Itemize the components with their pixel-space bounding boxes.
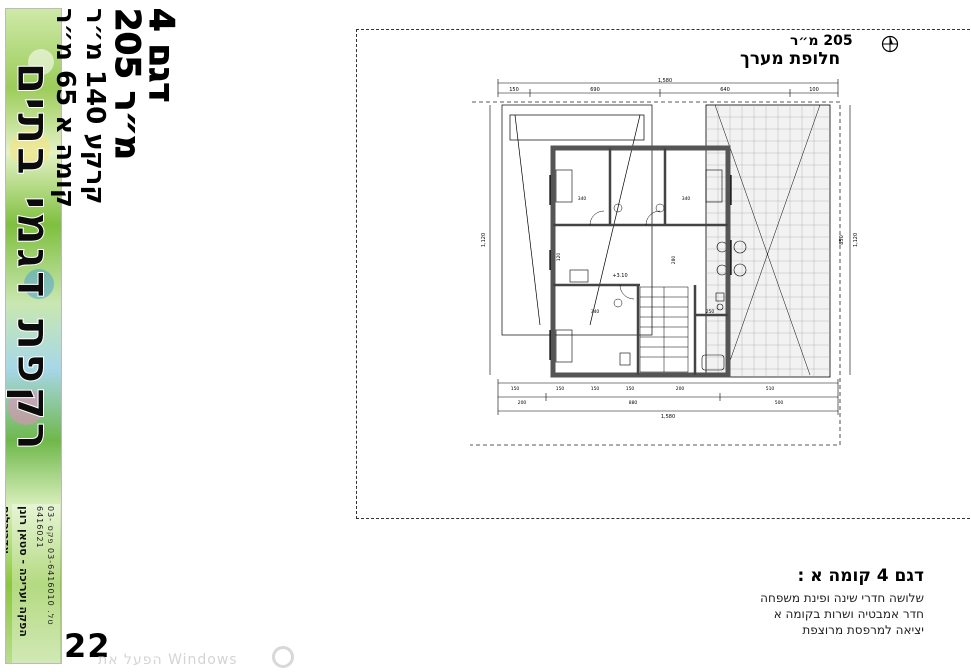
dimension-lines-bottom [497, 379, 839, 415]
dimension-lines-top [497, 79, 839, 97]
dim-bottom-2: 150 [556, 386, 565, 392]
dim-bottom-overall-1: 200 [518, 400, 527, 406]
description-line: שלושה חדרי שינה ופינת משפחה [760, 591, 924, 605]
credits-text: הפקה ועריכה - סטאן רונן אדריכלים [5, 506, 30, 637]
exterior-walls [550, 145, 731, 378]
roof-outline [501, 104, 653, 336]
dim-bottom-1: 150 [511, 386, 520, 392]
description-title: דגם 4 קומה א : [797, 566, 924, 586]
dim-height-segment: 850 [839, 235, 845, 245]
windows [549, 175, 732, 360]
dim-bottom-overall-3: 500 [775, 400, 784, 406]
interior-walls [553, 148, 728, 375]
dim-bottom-4: 150 [626, 386, 635, 392]
level-label: +3.10 [612, 273, 627, 279]
bathroom-fixtures [569, 269, 725, 371]
building-line [470, 101, 841, 446]
decor-blob [28, 49, 54, 75]
door-swings [589, 210, 661, 300]
dim-top-1: 150 [509, 87, 519, 93]
section-markers [613, 203, 665, 308]
decor-blob [8, 389, 44, 425]
north-compass-icon [881, 35, 899, 53]
decor-blob [24, 269, 54, 299]
beds [555, 169, 723, 363]
decor-blob [10, 129, 50, 169]
watermark-logo-icon [272, 646, 294, 668]
dim-top-3: 640 [720, 87, 730, 93]
plot-boundary [356, 29, 971, 519]
dimension-lines-sides [489, 105, 851, 375]
credits-small-text: טל. 03-6416010 פקס 03-6416021 [35, 506, 55, 626]
room-dim-label: 340 [682, 196, 691, 202]
credits-box: הפקה ועריכה - סטאן רונן אדריכלים טל. 03-… [5, 504, 60, 663]
description-line: חדר אמבטיה ושרות בקומה א [773, 607, 924, 621]
dim-bottom-6: 510 [766, 386, 775, 392]
page-number: 22 [64, 627, 111, 665]
staircase [639, 286, 689, 373]
dim-left-total: 1,120 [481, 233, 487, 247]
dim-total-top: 1,580 [658, 78, 672, 84]
dim-total-bottom: 1,580 [661, 414, 675, 420]
dim-top-4: 100 [809, 87, 819, 93]
sidebar-strip: רקפת דגמי בתים הפקה ועריכה - סטאן רונן א… [5, 8, 62, 664]
series-title: רקפת דגמי בתים [6, 61, 61, 453]
dim-bottom-5: 200 [676, 386, 685, 392]
floor-plan-drawing: 1,580 150 690 640 100 [470, 78, 859, 446]
dim-right-total: 1,120 [853, 233, 859, 247]
room-dim-label: 340 [578, 196, 587, 202]
activation-watermark: הפעל את Windows [98, 652, 238, 668]
description-line: יציאה למרפסת מרוצפת [802, 623, 924, 637]
plan-area-label: 205 מ״ר [790, 33, 853, 49]
room-dim-label: 120 [556, 253, 562, 262]
room-dim-label: 280 [671, 256, 677, 265]
dim-top-2: 690 [590, 87, 600, 93]
plan-title: חלופת מערך [740, 49, 841, 69]
room-dim-label: 340 [591, 309, 600, 315]
model-title-block: דגם 4 205 מ״ר קרקע 140 מ״ר קומה א 65 מ״ר [50, 8, 182, 263]
model-total-area: 205 מ״ר [107, 8, 148, 161]
model-name: דגם 4 [141, 8, 182, 103]
dim-bottom-3: 150 [591, 386, 600, 392]
model-first-floor: קומה א 65 מ״ר [50, 8, 80, 208]
room-dim-label: 250 [706, 309, 715, 315]
dim-bottom-overall-2: 880 [629, 400, 638, 406]
model-ground-floor: קרקע 140 מ״ר [80, 8, 110, 205]
